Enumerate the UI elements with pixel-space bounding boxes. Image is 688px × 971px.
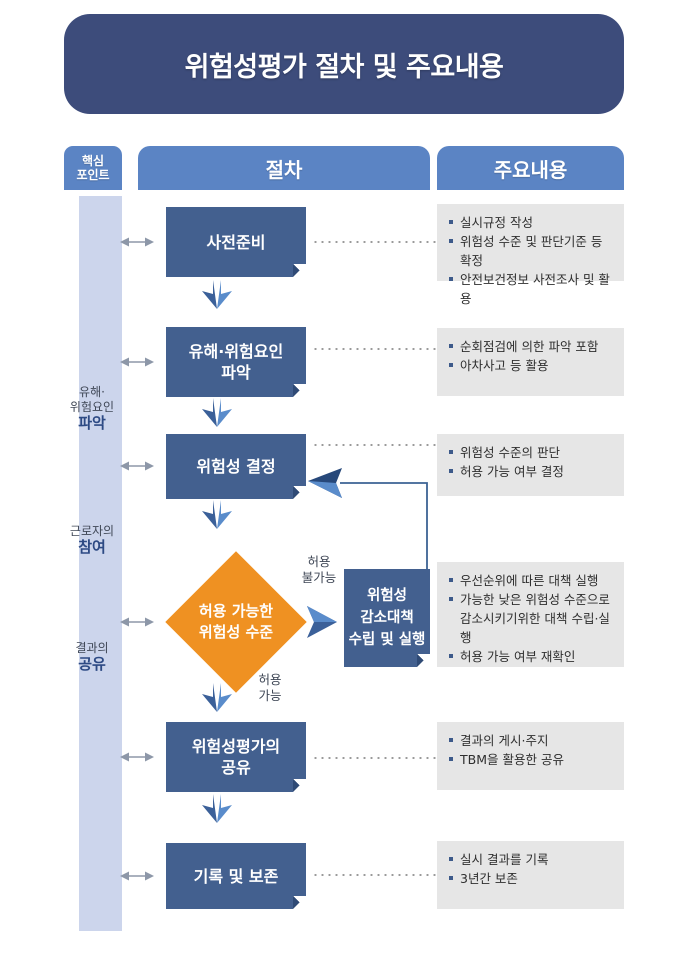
process-box-risk-reduction[interactable]: 위험성 감소대책 수립 및 실행 [344, 569, 430, 667]
page-title: 위험성평가 절차 및 주요내용 [184, 51, 504, 83]
down-arrow-5-icon [194, 794, 240, 824]
right-arrow-icon [307, 600, 341, 644]
risk-reduction-line3: 수립 및 실행 [348, 632, 426, 648]
down-arrow-1-icon [194, 280, 240, 310]
bullet-item: 실시규정 작성 [449, 213, 614, 232]
bullet-list-1: 실시규정 작성 위험성 수준 및 판단기준 등 확정 안전보건정보 사전조사 및… [449, 213, 614, 308]
dotted-connector-2 [312, 348, 436, 350]
double-arrow-2-icon [120, 356, 154, 368]
header-key-point: 핵심 포인트 [64, 146, 122, 190]
diamond-label-line1: 허용 가능한 [198, 602, 274, 620]
bullet-item: 위험성 수준의 판단 [449, 443, 614, 462]
bullet-list-4: 우선순위에 따른 대책 실행 가능한 낮은 위험성 수준으로 감소시키기위한 대… [449, 571, 614, 666]
double-arrow-3-icon [120, 460, 154, 472]
content-panel-step-3: 위험성 수준의 판단 허용 가능 여부 결정 [437, 434, 624, 496]
process-box-step-2-label: 유해·위험요인 파악 [188, 342, 284, 382]
decision-diamond[interactable]: 허용 가능한 위험성 수준 [165, 551, 307, 693]
diamond-label-line2: 위험성 수준 [198, 623, 274, 641]
key-point-strip [79, 196, 122, 931]
dotted-connector-1 [312, 241, 436, 243]
bullet-item: 실시 결과를 기록 [449, 850, 614, 869]
header-content: 주요내용 [437, 146, 624, 190]
bullet-item: 결과의 게시·주지 [449, 731, 614, 750]
process-box-step-5[interactable]: 위험성평가의 공유 [166, 722, 306, 792]
down-arrow-3-icon [194, 500, 240, 530]
bullet-item: 아차사고 등 활용 [449, 356, 614, 375]
key-point-1-line1: 유해· [79, 385, 105, 399]
key-point-2-strong: 참여 [78, 538, 106, 556]
risk-reduction-line2: 감소대책 [360, 610, 414, 626]
branch-label-not-allowed-line2: 불가능 [301, 570, 337, 585]
fold-corner-icon [417, 654, 430, 667]
process-box-step-1[interactable]: 사전준비 [166, 207, 306, 277]
key-point-3-strong: 공유 [78, 655, 106, 673]
fold-corner-icon [293, 779, 306, 792]
branch-label-allowed: 허용 가능 [246, 672, 294, 704]
process-box-step-5-label: 위험성평가의 공유 [191, 737, 281, 777]
diamond-label: 허용 가능한 위험성 수준 [165, 551, 307, 693]
branch-label-allowed-line2: 가능 [258, 688, 282, 703]
dotted-connector-6 [312, 874, 436, 876]
feedback-loop-arrow-icon [300, 455, 436, 577]
bullet-item: 순회점검에 의한 파악 포함 [449, 337, 614, 356]
content-panel-step-1: 실시규정 작성 위험성 수준 및 판단기준 등 확정 안전보건정보 사전조사 및… [437, 204, 624, 306]
header-key-point-line2: 포인트 [76, 168, 110, 182]
key-point-item-3: 결과의 공유 [56, 641, 128, 672]
fold-corner-icon [293, 384, 306, 397]
bullet-item: 안전보건정보 사전조사 및 활용 [449, 270, 614, 308]
bullet-list-5: 결과의 게시·주지 TBM을 활용한 공유 [449, 731, 614, 769]
process-box-step-1-label: 사전준비 [206, 232, 266, 252]
bullet-item: 3년간 보존 [449, 869, 614, 888]
dotted-connector-5 [312, 757, 436, 759]
down-arrow-4-icon [194, 683, 240, 713]
down-arrow-2-icon [194, 398, 240, 428]
process-box-step-6[interactable]: 기록 및 보존 [166, 843, 306, 909]
key-point-item-2: 근로자의 참여 [56, 524, 128, 555]
title-banner: 위험성평가 절차 및 주요내용 [64, 14, 624, 114]
double-arrow-6-icon [120, 870, 154, 882]
content-panel-step-5: 결과의 게시·주지 TBM을 활용한 공유 [437, 722, 624, 790]
bullet-item: TBM을 활용한 공유 [449, 750, 614, 769]
branch-label-not-allowed-line1: 허용 [307, 554, 331, 569]
double-arrow-4-icon [120, 616, 154, 628]
risk-reduction-line1: 위험성 [366, 588, 408, 604]
key-point-1-line2: 위험요인 [69, 400, 115, 414]
process-box-step-3-label: 위험성 결정 [196, 457, 276, 476]
dotted-connector-3 [312, 444, 436, 446]
content-panel-step-2: 순회점검에 의한 파악 포함 아차사고 등 활용 [437, 328, 624, 396]
bullet-item: 우선순위에 따른 대책 실행 [449, 571, 614, 590]
process-box-step-3[interactable]: 위험성 결정 [166, 434, 306, 499]
key-point-2-line2: 근로자의 [69, 524, 115, 538]
bullet-list-2: 순회점검에 의한 파악 포함 아차사고 등 활용 [449, 337, 614, 375]
key-point-3-line2: 결과의 [75, 641, 109, 655]
bullet-item: 허용 가능 여부 결정 [449, 462, 614, 481]
content-panel-risk-reduction: 우선순위에 따른 대책 실행 가능한 낮은 위험성 수준으로 감소시키기위한 대… [437, 562, 624, 667]
bullet-item: 가능한 낮은 위험성 수준으로 감소시키기위한 대책 수립·실행 [449, 590, 614, 647]
content-panel-step-6: 실시 결과를 기록 3년간 보존 [437, 841, 624, 909]
bullet-item: 위험성 수준 및 판단기준 등 확정 [449, 232, 614, 270]
key-point-1-strong: 파악 [78, 414, 106, 432]
fold-corner-icon [293, 896, 306, 909]
bullet-list-3: 위험성 수준의 판단 허용 가능 여부 결정 [449, 443, 614, 481]
process-box-step-6-label: 기록 및 보존 [193, 866, 279, 886]
key-point-item-1: 유해· 위험요인 파악 [56, 385, 128, 431]
header-procedure: 절차 [138, 146, 430, 190]
bullet-list-6: 실시 결과를 기록 3년간 보존 [449, 850, 614, 888]
header-key-point-line1: 핵심 [81, 154, 105, 168]
bullet-item: 허용 가능 여부 재확인 [449, 647, 614, 666]
fold-corner-icon [293, 264, 306, 277]
double-arrow-5-icon [120, 751, 154, 763]
branch-label-not-allowed: 허용 불가능 [293, 554, 345, 586]
process-box-step-2[interactable]: 유해·위험요인 파악 [166, 327, 306, 397]
branch-label-allowed-line1: 허용 [258, 672, 282, 687]
double-arrow-1-icon [120, 236, 154, 248]
